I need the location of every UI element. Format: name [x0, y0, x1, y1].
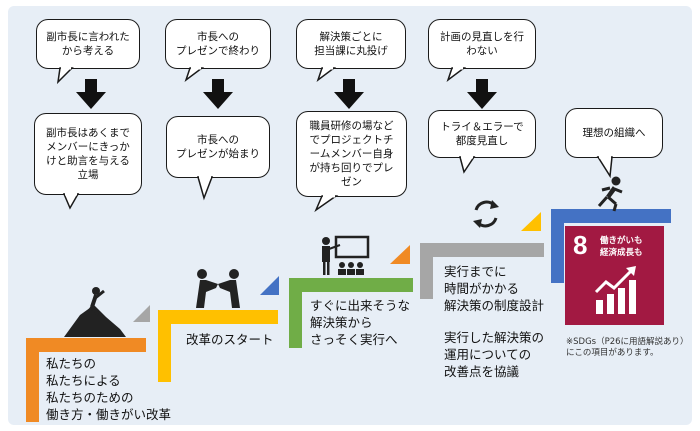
- step-4-bar: [420, 243, 544, 257]
- cycle-arrows-icon: [473, 200, 499, 228]
- bubble-after-4: トライ＆エラーで 都度見直し: [428, 110, 536, 158]
- step-3-bar: [289, 278, 413, 292]
- step-1-label: 私たちの 私たちによる 私たちのための 働き方・働きがい改革: [46, 356, 172, 422]
- step-4-accent: [521, 212, 541, 231]
- arrow-down-3: [334, 79, 364, 109]
- step-5-bar: [551, 209, 671, 223]
- bubble-after-1: 副市長はあくまで メンバーにきっか けと助言を与える 立場: [34, 113, 142, 195]
- runner-icon: [597, 176, 623, 212]
- bubble-before-3: 解決策ごとに 担当課に丸投げ: [296, 19, 406, 69]
- presentation-icon: [322, 235, 370, 275]
- bubble-before-4: 計画の見直しを行 わない: [428, 19, 536, 69]
- step-4-label: 実行までに 時間がかかる 解決策の制度設計: [444, 264, 545, 313]
- bubble-before-2: 市長への プレゼンで終わり: [165, 19, 271, 69]
- handshake-icon: [196, 269, 240, 308]
- bubble-after-5: 理想の組織へ: [565, 108, 663, 158]
- step-2-bar: [158, 310, 278, 324]
- arrow-down-4: [467, 79, 497, 109]
- step-3-accent: [390, 245, 410, 264]
- sdg-number: 8: [573, 230, 588, 260]
- bubble-after-2: 市長への プレゼンが始まり: [166, 116, 270, 178]
- sdg-note: ※SDGs（P26に用語解説あり） にこの項目があります。: [566, 337, 689, 358]
- step-1-accent: [133, 305, 150, 322]
- step-2-accent: [260, 276, 279, 295]
- step-5-label: 実行した解決策の 運用についての 改善点を協議: [444, 330, 545, 379]
- arrow-down-1: [76, 79, 106, 109]
- climber-icon: [64, 287, 126, 337]
- arrow-down-2: [203, 79, 233, 109]
- step-3-label: すぐに出来そうな 解決策から さっそく実行へ: [310, 298, 411, 347]
- growth-chart-icon: [594, 266, 636, 314]
- bubble-after-3: 職員研修の場など でプロジェクトチ ームメンバー自身 が持ち回りでプレ ゼン: [296, 111, 407, 197]
- step-1-bar: [26, 338, 146, 352]
- sdg-8-badge: 8 働きがいも 経済成長も: [565, 226, 664, 325]
- sdg-title-line-1: 働きがいも: [600, 236, 643, 246]
- step-2-label: 改革のスタート: [186, 332, 274, 347]
- bubble-before-1: 副市長に言われた から考える: [36, 19, 140, 69]
- sdg-title-line-2: 経済成長も: [600, 248, 643, 258]
